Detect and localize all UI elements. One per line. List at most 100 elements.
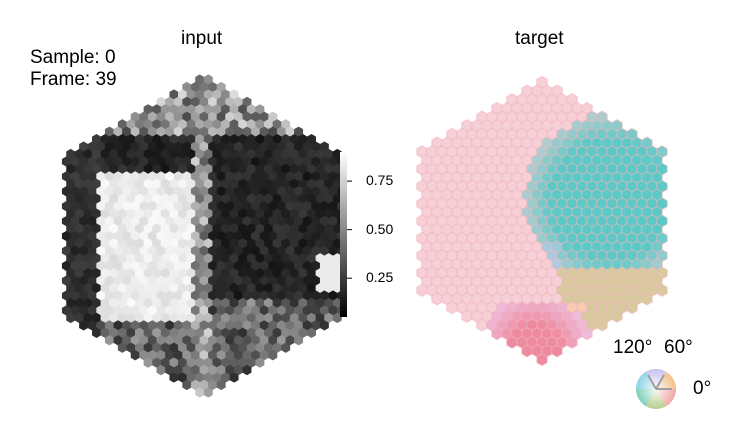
input-hex-cell — [324, 268, 334, 279]
input-hex-cell — [259, 335, 269, 346]
input-hex-cell — [251, 245, 261, 257]
input-hex-cell — [122, 320, 132, 331]
input-hex-cell — [225, 186, 235, 197]
input-hex-cell — [182, 275, 192, 286]
input-hex-cell — [315, 282, 325, 294]
input-hex-cell — [272, 119, 282, 130]
input-hex-cell — [100, 134, 110, 145]
input-hex-cell — [139, 156, 149, 167]
input-hex-cell — [328, 201, 338, 212]
input-hex-cell — [251, 290, 261, 301]
input-hex-cell — [113, 275, 123, 286]
input-hex-cell — [83, 193, 93, 204]
input-hex-cell — [246, 312, 256, 324]
input-hex-cell — [100, 193, 110, 204]
input-hex-cell — [307, 312, 316, 324]
input-hex-cell — [328, 275, 338, 286]
input-hex-cell — [233, 156, 243, 167]
input-hex-cell — [251, 320, 261, 331]
input-hex-cell — [229, 163, 239, 175]
input-hex-cell — [104, 305, 114, 316]
input-hex-cell — [160, 238, 170, 249]
input-hex-cell — [83, 223, 93, 234]
input-hex-cell — [246, 119, 256, 130]
input-hex-cell — [79, 171, 89, 182]
input-hex-cell — [264, 297, 273, 309]
input-hex-cell — [104, 335, 114, 346]
input-hex-cell — [216, 364, 226, 376]
input-hex-cell — [208, 230, 218, 242]
input-hex-cell — [135, 327, 144, 338]
input-hex-cell — [173, 141, 183, 152]
input-hex-cell — [117, 119, 127, 130]
input-hex-cell — [190, 141, 200, 152]
input-hex-cell — [242, 290, 252, 301]
input-hex-cell — [109, 327, 119, 338]
input-hex-cell — [182, 141, 192, 152]
input-hex-cell — [143, 208, 153, 219]
input-hex-cell — [87, 201, 97, 212]
input-hex-cell — [285, 201, 295, 212]
input-hex-cell — [225, 171, 235, 182]
input-hex-cell — [152, 342, 162, 353]
input-hex-cell — [259, 111, 269, 122]
input-hex-cell — [83, 148, 93, 160]
input-hex-cell — [186, 134, 196, 145]
input-hex-cell — [233, 201, 243, 212]
colorbar-tick-label: 0.25 — [366, 269, 394, 286]
input-hex-cell — [238, 342, 248, 353]
input-hex-cell — [242, 186, 252, 197]
input-hex-cell — [259, 275, 269, 286]
input-hex-cell — [165, 171, 175, 182]
input-hex-cell — [139, 111, 149, 122]
input-hex-cell — [113, 126, 123, 137]
input-hex-cell — [216, 171, 226, 182]
input-hex-cell — [130, 320, 140, 331]
input-hex-cell — [178, 282, 187, 294]
input-hex-cell — [199, 111, 209, 122]
input-hex-cell — [178, 268, 187, 279]
input-hex-cell — [242, 215, 252, 227]
input-hex-cell — [311, 260, 321, 271]
input-hex-cell — [139, 141, 149, 152]
input-hex-cell — [66, 223, 76, 234]
input-hex-cell — [216, 81, 226, 93]
input-hex-cell — [221, 104, 230, 115]
input-hex-cell — [259, 245, 269, 257]
input-hex-cell — [203, 342, 213, 353]
input-hex-cell — [66, 178, 76, 190]
input-hex-cell — [156, 260, 166, 271]
input-hex-cell — [186, 342, 196, 353]
input-hex-cell — [126, 327, 136, 338]
input-hex-cell — [276, 335, 286, 346]
input-hex-cell — [208, 215, 218, 227]
input-hex-cell — [276, 305, 286, 316]
input-hex-cell — [190, 215, 200, 227]
input-hex-cell — [307, 134, 316, 145]
input-hex-cell — [289, 178, 299, 190]
input-hex-cell — [190, 379, 200, 391]
input-hex-cell — [87, 230, 97, 242]
input-hex-cell — [135, 134, 144, 145]
input-hex-cell — [143, 312, 153, 324]
input-hex-cell — [66, 312, 76, 324]
input-hex-cell — [169, 193, 179, 204]
input-hex-cell — [221, 372, 230, 383]
input-hex-cell — [272, 253, 282, 264]
input-hex-cell — [70, 215, 80, 227]
input-hex-cell — [117, 282, 127, 294]
input-hex-cell — [212, 282, 222, 294]
input-hex-cell — [328, 260, 338, 271]
input-hex-cell — [79, 245, 89, 257]
input-hex-cell — [203, 297, 213, 309]
input-hex-cell — [186, 208, 196, 219]
input-hex-cell — [165, 156, 175, 167]
input-hex-cell — [255, 342, 265, 353]
input-hex-cell — [173, 320, 183, 331]
input-hex-cell — [143, 104, 153, 115]
input-hex-cell — [328, 215, 338, 227]
input-hex-cell — [289, 148, 299, 160]
input-hex-cell — [126, 163, 136, 175]
input-hex-cell — [298, 297, 308, 309]
